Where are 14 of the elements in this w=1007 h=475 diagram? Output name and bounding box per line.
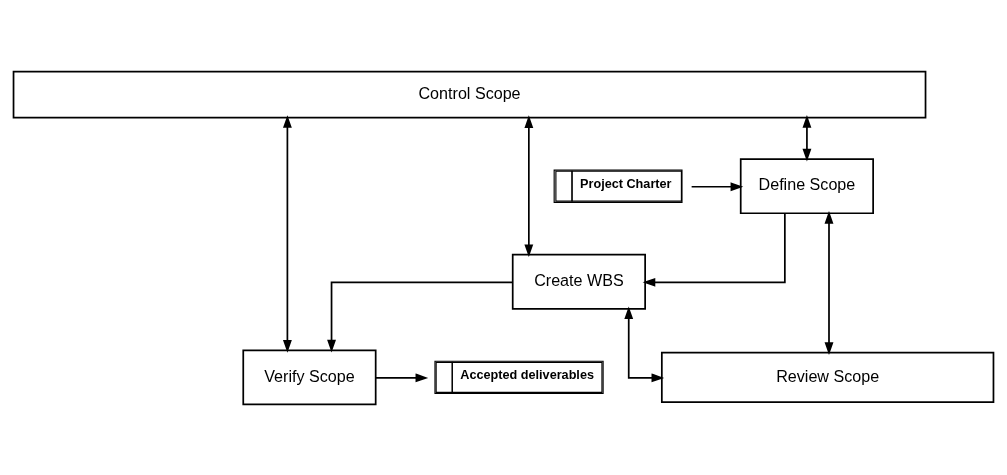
node-box: Verify Scope bbox=[242, 348, 377, 405]
arrow bbox=[374, 372, 429, 382]
arrow bbox=[802, 114, 812, 161]
arrow bbox=[624, 305, 665, 382]
arrow bbox=[690, 181, 744, 191]
arrow bbox=[642, 212, 786, 287]
arrow bbox=[282, 114, 292, 353]
arrow bbox=[824, 210, 834, 355]
arrow bbox=[524, 114, 534, 257]
node-box: Review Scope bbox=[660, 351, 995, 403]
node-box: Control Scope bbox=[12, 70, 927, 119]
arrow bbox=[327, 280, 514, 352]
node-box: Define Scope bbox=[739, 157, 874, 214]
node-box: Create WBS bbox=[511, 253, 646, 310]
